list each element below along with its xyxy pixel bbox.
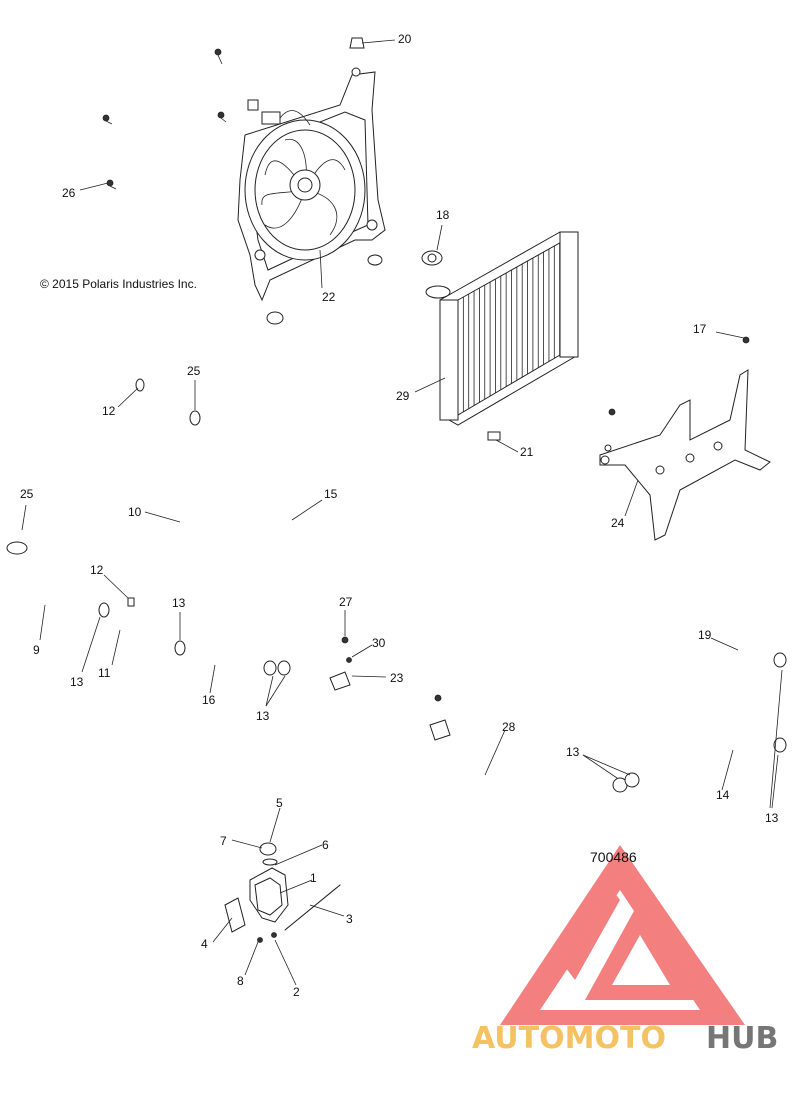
- callout-8: 8: [237, 974, 244, 988]
- callout-4: 4: [201, 937, 208, 951]
- callout-20: 20: [398, 32, 412, 46]
- callout-7: 7: [220, 834, 227, 848]
- callout-22: 22: [322, 290, 336, 304]
- callout-13b: 13: [172, 596, 186, 610]
- callout-23: 23: [390, 671, 404, 685]
- callout-24: 24: [611, 516, 625, 530]
- callout-30: 30: [372, 636, 386, 650]
- leader-lines: [21, 39, 783, 986]
- callout-1: 1: [310, 871, 317, 885]
- callout-21: 21: [520, 445, 534, 459]
- callout-12a: 12: [102, 404, 116, 418]
- callout-13a: 13: [70, 675, 84, 689]
- callout-25a: 25: [187, 364, 201, 378]
- callout-19: 19: [698, 628, 712, 642]
- bracket: [599, 336, 771, 541]
- watermark-part2: HUB: [706, 1021, 778, 1056]
- coolant-reservoir: [224, 842, 341, 943]
- callout-5: 5: [276, 796, 283, 810]
- callout-25b: 25: [20, 487, 34, 501]
- callout-16: 16: [202, 693, 216, 707]
- fan-shroud-assembly: [237, 67, 386, 302]
- callout-29: 29: [396, 389, 410, 403]
- callout-labels: 20 26 22 18 17 29 21 24 12 25 10 15 25 1…: [20, 32, 779, 999]
- callout-13e: 13: [765, 811, 779, 825]
- callout-10: 10: [128, 505, 142, 519]
- watermark-part1: AUTOMOTO: [472, 1021, 666, 1056]
- fan-hardware: [102, 37, 383, 325]
- callout-18: 18: [436, 208, 450, 222]
- callout-13d: 13: [566, 745, 580, 759]
- callout-11: 11: [98, 666, 111, 680]
- hose-clamps: [6, 378, 787, 793]
- callout-12b: 12: [90, 563, 104, 577]
- copyright-text: © 2015 Polaris Industries Inc.: [40, 277, 197, 291]
- callout-3: 3: [346, 912, 353, 926]
- diagram-code: 700486: [590, 849, 637, 865]
- callout-9: 9: [33, 643, 40, 657]
- callout-2: 2: [293, 985, 300, 999]
- callout-6: 6: [322, 838, 329, 852]
- callout-17: 17: [693, 322, 707, 336]
- radiator: [421, 231, 579, 441]
- callout-26: 26: [62, 186, 76, 200]
- callout-13c: 13: [256, 709, 270, 723]
- automotohub-watermark: AUTOMOTO HUB: [472, 1021, 778, 1056]
- callout-15: 15: [324, 487, 338, 501]
- automotohub-logo: [500, 845, 745, 1025]
- callout-14: 14: [716, 788, 730, 802]
- callout-28: 28: [502, 720, 516, 734]
- hoses: [12, 388, 781, 815]
- callout-27: 27: [339, 595, 353, 609]
